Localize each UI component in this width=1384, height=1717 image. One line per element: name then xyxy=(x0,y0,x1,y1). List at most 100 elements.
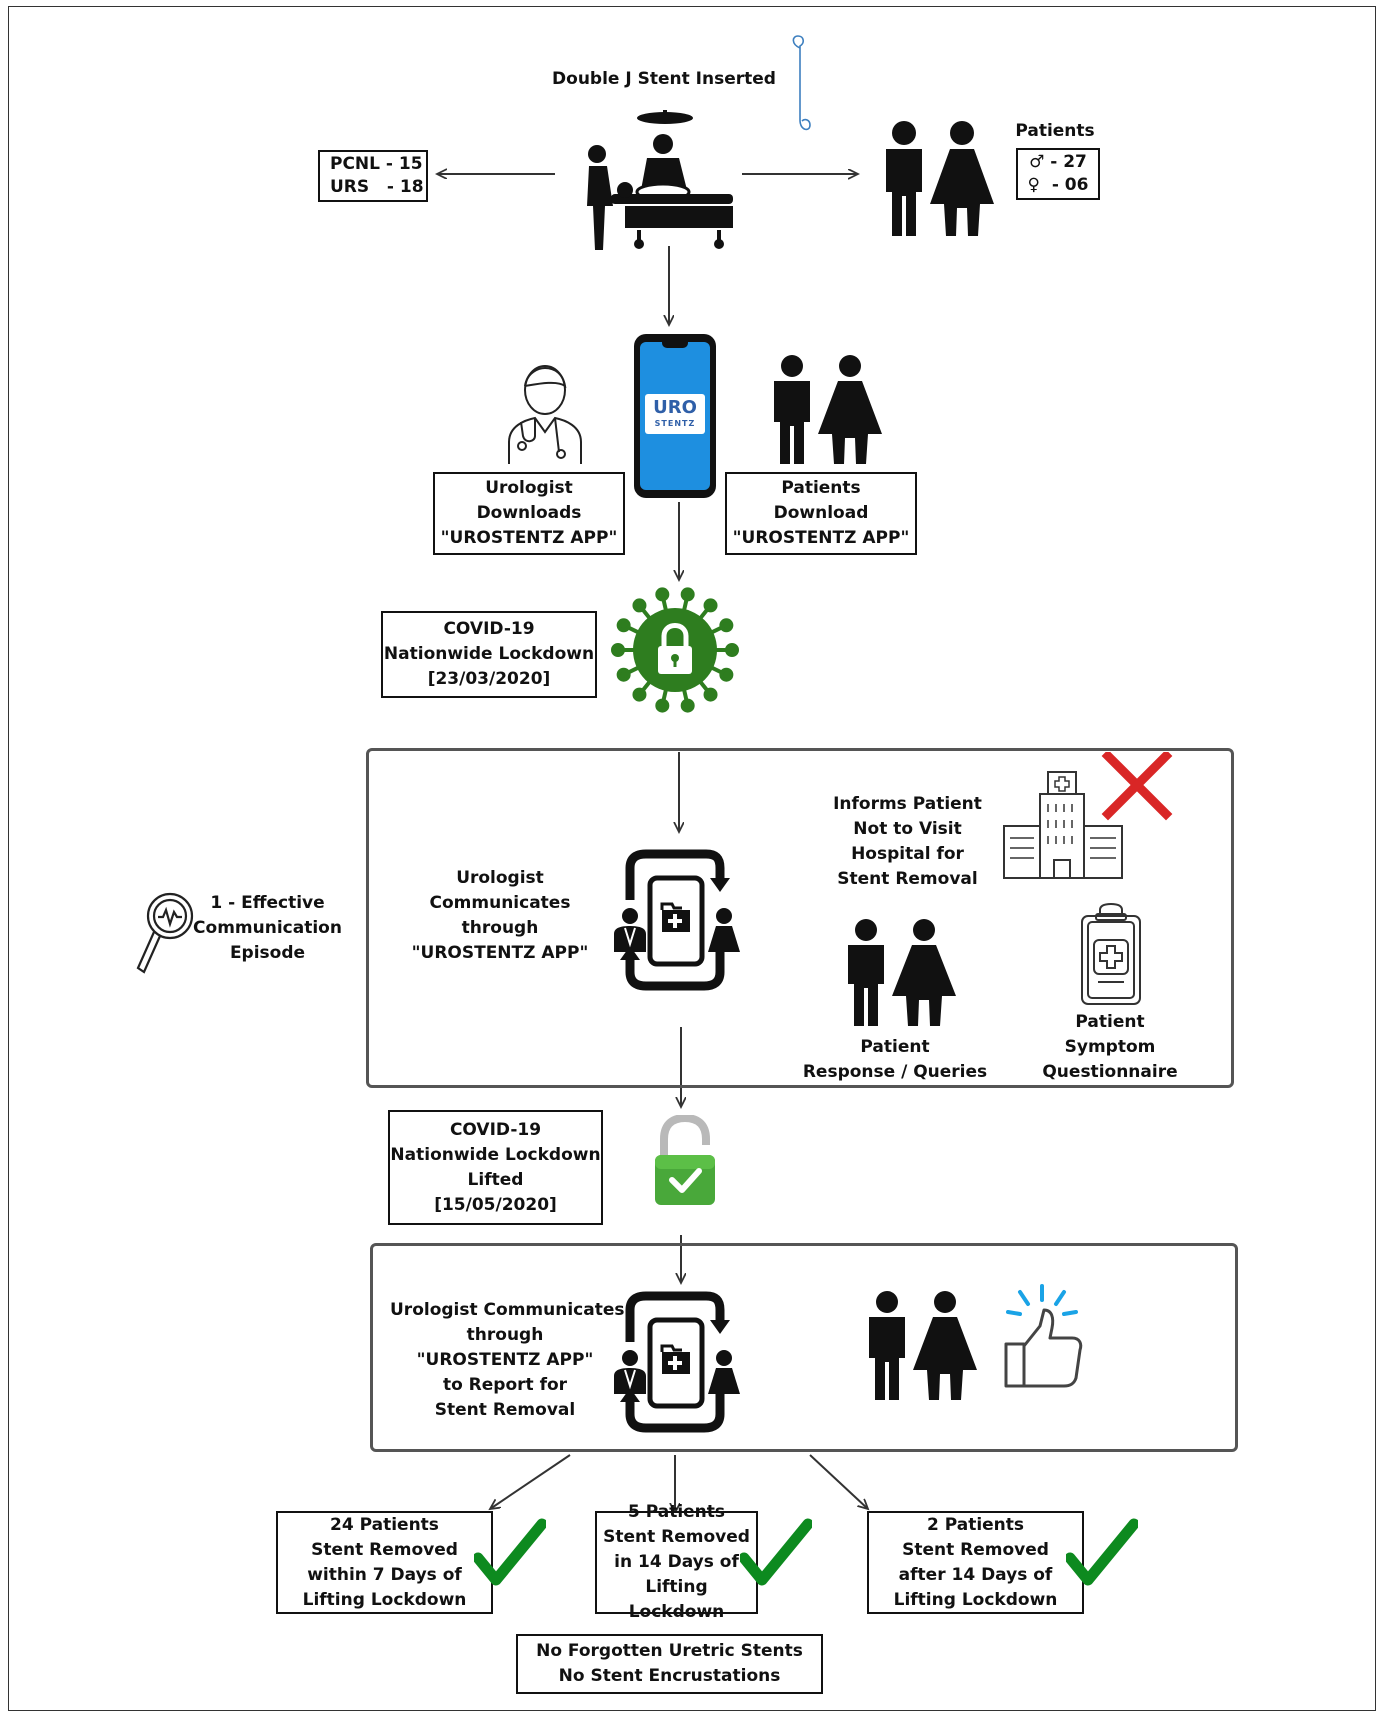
logo-main-text: URO xyxy=(653,397,697,418)
patients-heading: Patients xyxy=(1015,121,1095,141)
patients-download-line: Download xyxy=(773,503,869,523)
outcome-box-2: 5 Patients Stent Removed in 14 Days of L… xyxy=(595,1502,758,1622)
final-outcome-box: No Forgotten Uretric Stents No Stent Enc… xyxy=(516,1634,823,1694)
report-line: "UROSTENTZ APP" xyxy=(416,1350,594,1370)
checkmark-icon xyxy=(1066,1518,1138,1586)
outcome-line: 24 Patients xyxy=(330,1514,439,1535)
outcome-line: Stent Removed xyxy=(311,1539,458,1560)
response-line: Patient xyxy=(860,1037,930,1057)
final-line: No Forgotten Uretric Stents xyxy=(536,1641,803,1661)
patients-removal-icon xyxy=(869,1291,977,1400)
checkmark-icon xyxy=(474,1518,546,1586)
virus-spike-tip xyxy=(703,687,718,702)
app-communication-icon xyxy=(614,1291,740,1433)
episode-line: Communication xyxy=(193,918,342,938)
questionnaire-line: Patient xyxy=(1075,1012,1145,1032)
patients-download-line: Patients xyxy=(781,478,861,498)
questionnaire-label: Patient Symptom Questionnaire xyxy=(1035,1010,1185,1085)
lockdown-communication-panel xyxy=(366,748,1234,1088)
informs-line: Hospital for xyxy=(851,844,964,864)
app-communication-icon xyxy=(614,849,740,991)
urologist-download-box: Urologist Downloads "UROSTENTZ APP" xyxy=(433,472,625,555)
patients-pair-icon xyxy=(886,121,994,236)
procedures-box: PCNL - 15 URS - 18 xyxy=(318,150,428,202)
virus-spike-tip xyxy=(611,643,625,657)
stent-title: Double J Stent Inserted xyxy=(552,69,776,89)
outcome-box-3: 2 Patients Stent Removed after 14 Days o… xyxy=(867,1511,1084,1614)
outcome-box-1: 24 Patients Stent Removed within 7 Days … xyxy=(276,1511,493,1614)
episode-label: 1 - Effective Communication Episode xyxy=(190,891,345,966)
checkmark-icon xyxy=(740,1518,812,1586)
informs-line: Informs Patient xyxy=(833,794,982,814)
patients-response-icon xyxy=(848,919,956,1026)
urs-count: URS - 18 xyxy=(330,177,424,197)
virus-spike-tip xyxy=(680,587,695,602)
clipboard-icon xyxy=(1081,902,1141,1005)
outcome-line: Lifting Lockdown xyxy=(302,1589,467,1610)
virus-lock-icon xyxy=(611,587,739,713)
report-label: Urologist Communicates through "UROSTENT… xyxy=(390,1298,625,1423)
patients-gender-box: ♂ - 27 ♀ - 06 xyxy=(1016,148,1100,200)
lockdown-line: COVID-19 xyxy=(443,619,535,639)
virus-spike-tip xyxy=(719,618,734,633)
questionnaire-line: Symptom xyxy=(1064,1037,1156,1057)
lockdown-line: [23/03/2020] xyxy=(427,669,551,689)
response-line: Response / Queries xyxy=(802,1062,988,1082)
communicates-line: through xyxy=(461,918,539,938)
outcome-line: within 7 Days of xyxy=(307,1564,462,1585)
cross-icon xyxy=(1101,752,1173,821)
virus-spike-tip xyxy=(632,687,647,702)
outcome-line: after 14 Days of xyxy=(898,1564,1053,1585)
outcome-line: Stent Removed xyxy=(902,1539,1049,1560)
urologist-download-line: Urologist xyxy=(485,478,573,498)
patients-download-line: "UROSTENTZ APP" xyxy=(732,528,910,548)
urologist-download-line: Downloads xyxy=(476,503,582,523)
logo-sub-text: STENTZ xyxy=(654,419,696,428)
questionnaire-line: Questionnaire xyxy=(1042,1062,1178,1082)
thumbs-up-icon xyxy=(1004,1284,1083,1388)
virus-spike-tip xyxy=(616,667,631,682)
virus-spike-tip xyxy=(632,598,647,613)
virus-spike-tip xyxy=(655,587,670,602)
virus-spike-tip xyxy=(680,698,695,713)
informs-line: Stent Removal xyxy=(837,869,978,889)
lifted-line: COVID-19 xyxy=(449,1119,542,1140)
communicates-line: Communicates xyxy=(429,893,571,913)
outcome-line: Stent Removed xyxy=(603,1527,750,1547)
report-line: to Report for xyxy=(442,1375,568,1395)
lifted-line: Nationwide Lockdown xyxy=(390,1144,601,1165)
virus-spike-tip xyxy=(725,643,739,657)
response-label: Patient Response / Queries xyxy=(800,1035,990,1085)
lockdown-box: COVID-19 Nationwide Lockdown [23/03/2020… xyxy=(381,611,597,698)
urostentz-logo: URO STENTZ xyxy=(645,394,705,434)
double-j-stent-icon xyxy=(792,35,811,131)
magnifier-icon xyxy=(136,892,194,974)
outcome-line: 2 Patients xyxy=(926,1514,1025,1535)
urologist-download-line: "UROSTENTZ APP" xyxy=(440,528,618,548)
virus-spike-tip xyxy=(655,698,670,713)
lockdown-line: Nationwide Lockdown xyxy=(383,644,595,664)
episode-line: Episode xyxy=(229,943,306,963)
smartphone-icon: URO STENTZ xyxy=(634,334,716,498)
outcome-line: 5 Patients xyxy=(627,1502,726,1522)
report-line: Urologist Communicates xyxy=(390,1300,625,1320)
phone-notch xyxy=(662,342,688,348)
report-line: Stent Removal xyxy=(434,1400,576,1420)
episode-line: 1 - Effective xyxy=(210,893,325,913)
communicates-label: Urologist Communicates through "UROSTENT… xyxy=(410,866,590,966)
lifted-line: [15/05/2020] xyxy=(434,1194,557,1215)
report-line: through xyxy=(466,1325,544,1345)
outcome-line: Lifting Lockdown xyxy=(893,1589,1058,1610)
surgery-icon xyxy=(587,110,733,250)
final-line: No Stent Encrustations xyxy=(558,1666,781,1686)
unlocked-padlock-icon xyxy=(655,1115,715,1205)
pcnl-count: PCNL - 15 xyxy=(330,154,423,174)
communicates-line: "UROSTENTZ APP" xyxy=(411,943,589,963)
patients-download-icon xyxy=(774,355,882,464)
hospital-icon xyxy=(1003,752,1173,879)
virus-spike-tip xyxy=(719,667,734,682)
stent-removal-panel xyxy=(370,1243,1238,1452)
lockdown-lifted-box: COVID-19 Nationwide Lockdown Lifted [15/… xyxy=(388,1110,603,1225)
informs-label: Informs Patient Not to Visit Hospital fo… xyxy=(820,792,995,892)
